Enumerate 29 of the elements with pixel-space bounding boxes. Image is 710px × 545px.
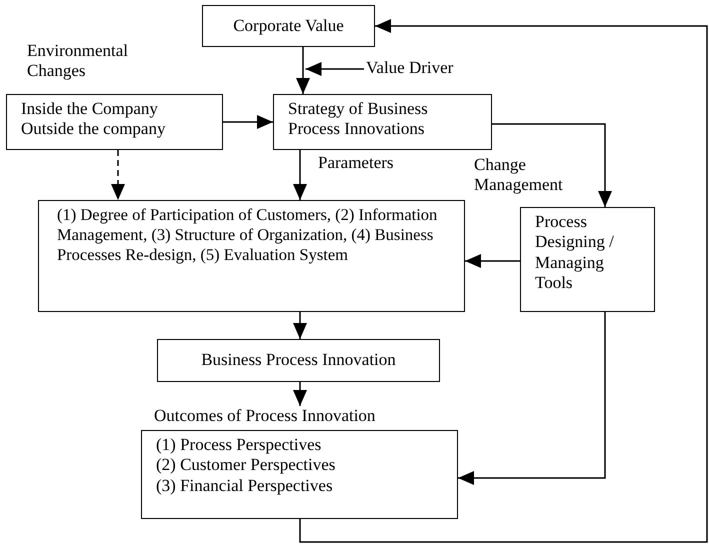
process-box (157, 339, 440, 382)
box-text: (1) Process Perspectives (156, 435, 322, 456)
arrow (492, 123, 612, 207)
arrow (306, 62, 364, 76)
arrow (293, 312, 307, 339)
heading: Outcomes of Process Innovation (154, 406, 376, 426)
process-box (273, 94, 492, 150)
box-text: (2) Customer Perspectives (156, 455, 336, 476)
arrow (299, 19, 708, 543)
process-box (520, 207, 655, 312)
box-text: Strategy of Business Process Innovations (288, 99, 429, 140)
arrow (293, 382, 307, 406)
arrow (111, 150, 125, 200)
box-text: (3) Financial Perspectives (156, 476, 334, 496)
box-text: (1) Degree of Participation of Customers, (2) Information Management, (3) Structure of Organization, (4) Business Processes Re-design, (5) Evaluation System (57, 205, 438, 264)
box-text: Inside the Company (21, 99, 159, 120)
box-text: Process Designing / Managing Tools (535, 212, 615, 294)
text-label: Value Driver (366, 58, 476, 80)
arrow (293, 150, 307, 200)
arrow (465, 254, 520, 268)
process-box (202, 5, 375, 47)
heading: Environmental Changes (27, 41, 130, 82)
box-text: Business Process Innovation (200, 350, 397, 370)
arrow (296, 47, 310, 94)
arrow (223, 115, 273, 129)
factors-box (38, 200, 465, 312)
arrow (458, 312, 606, 485)
box-text: Corporate Value (232, 16, 345, 36)
box-text: Outside the company (21, 119, 166, 140)
